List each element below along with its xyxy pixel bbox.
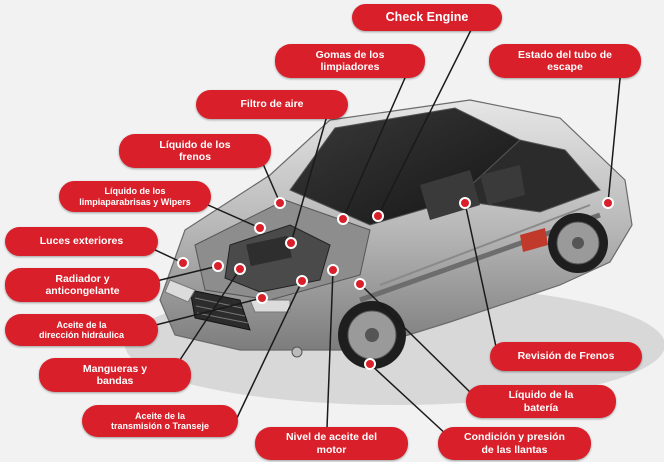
label-revision-frenos: Revisión de Frenos (490, 342, 642, 371)
hotspots (177, 197, 614, 370)
label-aceite-direccion: Aceite de la dirección hidráulica (5, 314, 158, 346)
label-gomas-limpiadores: Gomas de los limpiadores (275, 44, 425, 78)
label-mangueras-bandas: Mangueras y bandas (39, 358, 191, 392)
connector-lines (135, 27, 623, 437)
car-illustration (159, 99, 633, 369)
label-check-engine: Check Engine (352, 4, 502, 31)
label-liquido-limpiaparabrisas: Líquido de los limpiaparabrisas y Wipers (59, 181, 211, 212)
label-radiador-anticongelante: Radiador y anticongelante (5, 268, 160, 302)
label-filtro-aire: Filtro de aire (196, 90, 348, 119)
label-nivel-aceite-motor: Nivel de aceite del motor (255, 427, 408, 460)
label-luces-exteriores: Luces exteriores (5, 227, 158, 256)
label-condicion-llantas: Condición y presión de las llantas (438, 427, 591, 460)
label-estado-tubo-escape: Estado del tubo de escape (489, 44, 641, 78)
label-liquido-frenos: Líquido de los frenos (119, 134, 271, 168)
label-liquido-bateria: Líquido de la batería (466, 385, 616, 418)
label-aceite-transmision: Aceite de la transmisión o Transeje (82, 405, 238, 437)
